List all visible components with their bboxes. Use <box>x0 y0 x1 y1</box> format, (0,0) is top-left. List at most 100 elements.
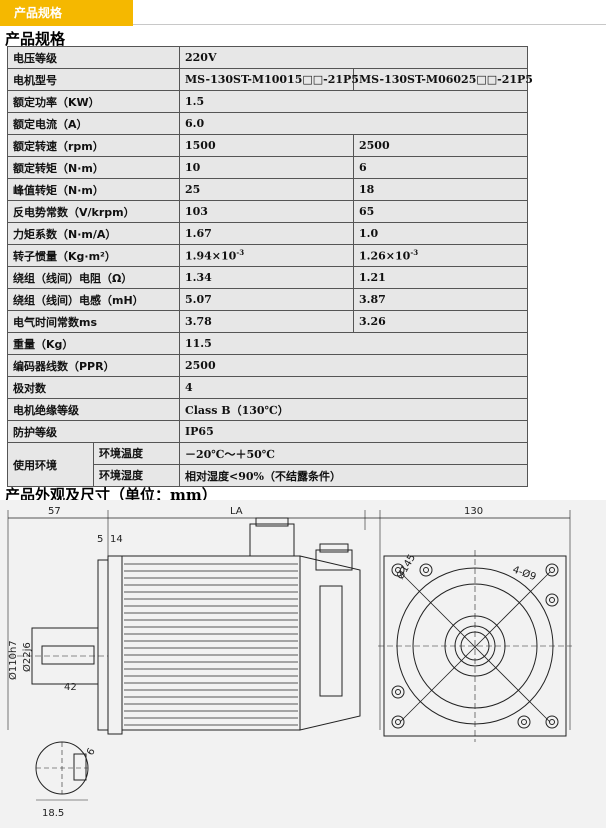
spec-row: 额定电流（A）6.0 <box>7 112 528 135</box>
spec-value: 5.07 <box>179 288 354 311</box>
spec-label: 转子惯量（Kg·m²） <box>7 244 180 267</box>
spec-value: 10 <box>179 156 354 179</box>
env-label: 使用环境 <box>8 443 94 486</box>
spec-value: 25 <box>179 178 354 201</box>
spec-value: 1.67 <box>179 222 354 245</box>
spec-label: 电气时间常数ms <box>7 310 180 333</box>
spec-value: 3.87 <box>353 288 528 311</box>
bolt-hole <box>391 685 405 699</box>
spec-value: 65 <box>353 200 528 223</box>
motor-drawing-svg: 57 LA 5 14 42 Ø110h7 Ø22j6 6 18.5 130 <box>7 506 572 819</box>
bolt-hole <box>545 593 559 607</box>
spec-value: 220V <box>179 46 528 69</box>
dim-shaft: Ø110h7 <box>7 640 19 680</box>
spec-value: 1.34 <box>179 266 354 289</box>
spec-label: 峰值转矩（N·m） <box>7 178 180 201</box>
dimension-title: 产品外观及尺寸（单位：mm） <box>5 486 217 504</box>
bolt-hole <box>391 563 405 577</box>
spec-value: IP65 <box>179 420 528 443</box>
bolt-hole <box>391 715 405 729</box>
bolt-hole <box>545 715 559 729</box>
bolt-hole-inner <box>423 567 429 573</box>
spec-row: 相对湿度<90%（不结露条件） <box>8 464 528 487</box>
bolt-hole-inner <box>549 567 555 573</box>
env-hum-label: 环境湿度 <box>99 469 143 482</box>
spec-label: 额定电流（A） <box>7 112 180 135</box>
spec-value: 1.26×10-3 <box>353 244 528 267</box>
spec-value: 3.26 <box>353 310 528 333</box>
spec-value: 6.0 <box>179 112 528 135</box>
dim-42: 42 <box>64 682 77 693</box>
dim-145: Ø145 <box>394 552 418 581</box>
spec-value: 103 <box>179 200 354 223</box>
spec-value: 1.5 <box>179 90 528 113</box>
spec-value: 11.5 <box>179 332 528 355</box>
bolt-hole-inner <box>549 597 555 603</box>
dimension-drawing: 57 LA 5 14 42 Ø110h7 Ø22j6 6 18.5 130 <box>0 500 606 828</box>
spec-row: 使用环境环境温度环境湿度 －20℃～＋50℃ <box>7 442 528 487</box>
bolt-hole-inner <box>395 719 401 725</box>
dim-holes: 4-Ø9 <box>511 564 538 584</box>
bolt-hole <box>545 563 559 577</box>
bolt-hole-inner <box>521 719 527 725</box>
spec-value: 1500 <box>179 134 354 157</box>
spec-value: 18 <box>353 178 528 201</box>
spec-label: 力矩系数（N·m/A） <box>7 222 180 245</box>
spec-label: 编码器线数（PPR） <box>7 354 180 377</box>
bolt-hole-inner <box>549 719 555 725</box>
spec-row: 额定功率（KW）1.5 <box>7 90 528 113</box>
spec-label: 绕组（线间）电阻（Ω） <box>7 266 180 289</box>
spec-value: 2500 <box>179 354 528 377</box>
bolt-hole <box>419 563 433 577</box>
dim-5: 5 <box>97 534 103 545</box>
env-temp-value: －20℃～＋50℃ <box>179 442 528 465</box>
dim-shaft2: Ø22j6 <box>21 642 33 672</box>
bolt-hole-inner <box>395 567 401 573</box>
spec-value: MS-130ST-M06025□□-21P5 <box>353 68 533 91</box>
spec-value: 6 <box>353 156 528 179</box>
spec-label: 额定转速（rpm） <box>7 134 180 157</box>
dim-130: 130 <box>464 506 483 517</box>
spec-label: 电机绝缘等级 <box>7 398 180 421</box>
spec-value: 1.0 <box>353 222 528 245</box>
spec-title: 产品规格 <box>5 30 66 48</box>
dim-la: LA <box>230 506 243 517</box>
spec-label: 额定功率（KW） <box>7 90 180 113</box>
spec-label: 额定转矩（N·m） <box>7 156 180 179</box>
spec-row: 编码器线数（PPR）2500 <box>7 354 528 377</box>
spec-label: 电机型号 <box>7 68 180 91</box>
spec-label: 电压等级 <box>7 46 180 69</box>
spec-value: 4 <box>179 376 528 399</box>
section-tab[interactable]: 产品规格 <box>0 0 133 26</box>
spec-label: 极对数 <box>7 376 180 399</box>
spec-value: 1.94×10-3 <box>179 244 354 267</box>
spec-label: 防护等级 <box>7 420 180 443</box>
spec-value: 2500 <box>353 134 528 157</box>
env-hum-value: 相对湿度<90%（不结露条件） <box>179 464 528 487</box>
dim-14: 14 <box>110 534 123 545</box>
bolt-hole <box>517 715 531 729</box>
bolt-hole-inner <box>395 689 401 695</box>
spec-row: 重量（Kg）11.5 <box>7 332 528 355</box>
spec-label: 反电势常数（V/krpm） <box>7 200 180 223</box>
env-temp-label: 环境温度 <box>94 443 179 465</box>
spec-value: MS-130ST-M10015□□-21P5 <box>179 68 359 91</box>
spec-value: Class B（130℃） <box>179 398 528 421</box>
dim-key: 6 <box>85 746 98 757</box>
dim-57: 57 <box>48 506 61 517</box>
spec-label: 绕组（线间）电感（mH） <box>7 288 180 311</box>
